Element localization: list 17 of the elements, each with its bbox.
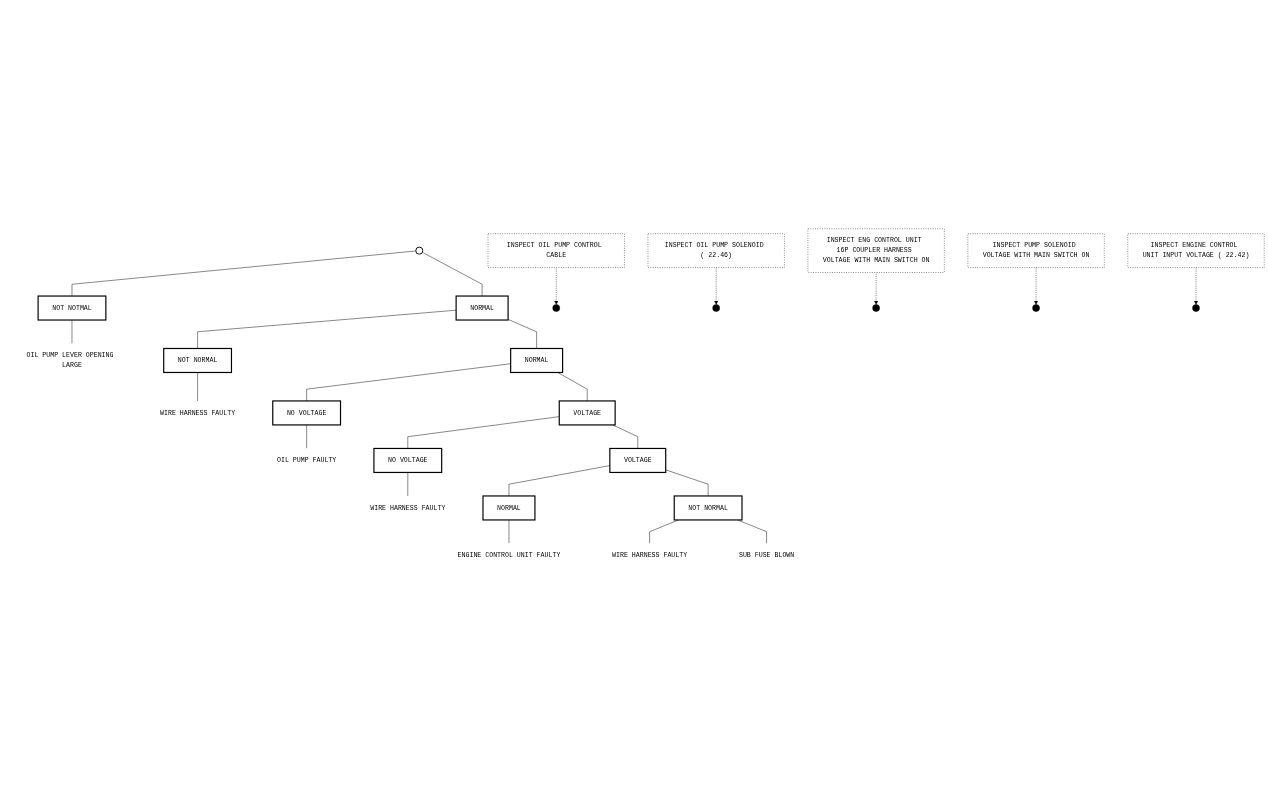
- connector: [407, 416, 560, 449]
- connector: [71, 250, 416, 297]
- connector: [508, 519, 510, 544]
- connector: [306, 424, 307, 449]
- connector: [422, 251, 483, 297]
- connector: [197, 372, 198, 402]
- connector: [507, 319, 537, 349]
- connector: [737, 519, 767, 544]
- node-circle: [415, 246, 424, 255]
- connector: [71, 319, 73, 344]
- connector: [665, 469, 709, 497]
- connector: [557, 372, 588, 402]
- connector: [612, 424, 638, 449]
- connector: [649, 519, 679, 544]
- connector: [407, 472, 409, 497]
- connector: [197, 309, 457, 349]
- connector: [306, 363, 511, 402]
